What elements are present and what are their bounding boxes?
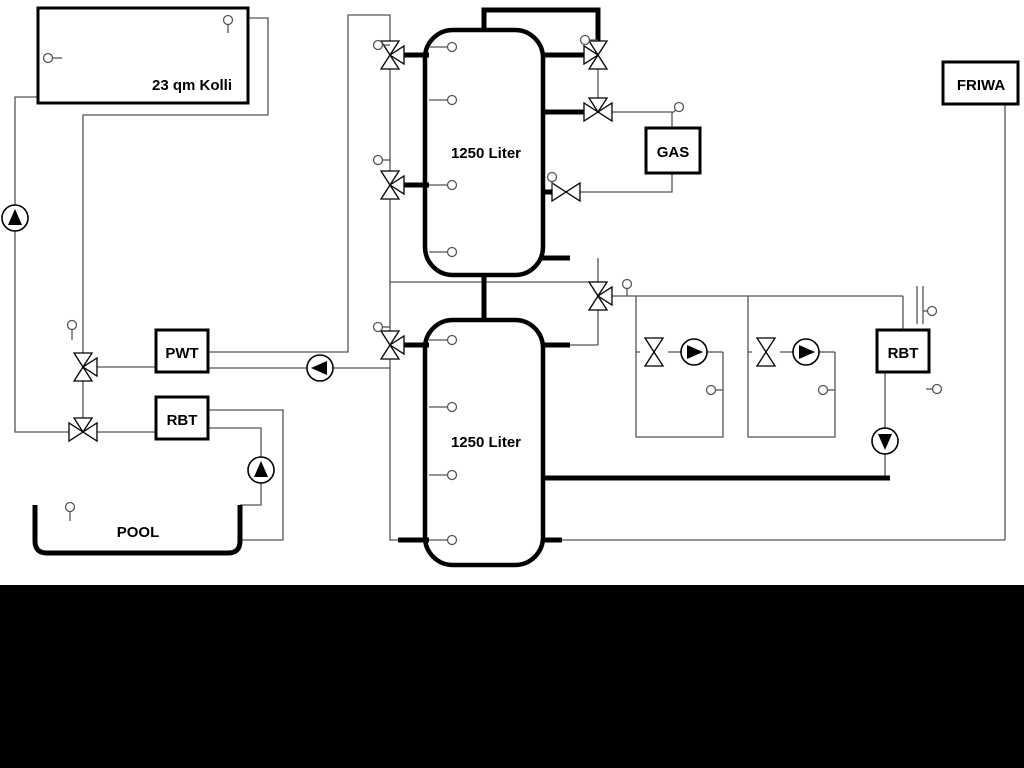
gas-boiler-box (644, 126, 702, 175)
temperature-sensor (546, 171, 558, 189)
temperature-sensor (429, 534, 458, 546)
temperature-sensor (705, 384, 723, 396)
pool-shape (32, 505, 243, 556)
pwt-box (154, 328, 210, 374)
temperature-sensor (372, 154, 390, 166)
three-way-valve-tank1-top-right (583, 40, 609, 70)
collector-label: 23 qm Kolli (152, 77, 232, 94)
temperature-sensor (671, 101, 685, 114)
valve-heating-circuit-2 (755, 337, 777, 367)
temperature-sensor (429, 401, 458, 413)
buffer-tank-top-label: 1250 Liter (451, 145, 521, 162)
temperature-sensor (429, 94, 458, 106)
three-way-valve-pwt (72, 352, 98, 382)
heat-exchanger-pump-symbol (306, 354, 334, 382)
temperature-sensor (429, 41, 458, 53)
temperature-sensor (429, 246, 458, 258)
rbt-right-pump-symbol (871, 427, 899, 455)
collector-box (36, 6, 250, 105)
letterbox-bottom (0, 585, 1024, 768)
three-way-valve-tank1-top-left (379, 40, 405, 70)
temperature-sensor (429, 469, 458, 481)
rbt-right-label: RBT (888, 345, 919, 362)
temperature-sensor (372, 39, 390, 51)
heating-circuit-1-pump-symbol (680, 338, 708, 366)
rbt-left-label: RBT (167, 412, 198, 429)
rbt-left-box (154, 395, 210, 441)
temperature-sensors (42, 14, 943, 546)
temperature-sensor (64, 501, 76, 521)
temperature-sensor (66, 319, 78, 340)
gas-boiler-label: GAS (657, 144, 690, 161)
temperature-sensor (817, 384, 835, 396)
friwa-label: FRIWA (957, 77, 1005, 94)
temperature-sensor (42, 52, 62, 64)
three-way-valve-gas-supply (583, 97, 613, 123)
main-pipes (398, 7, 890, 543)
temperature-sensor (372, 321, 390, 333)
three-way-valve-tank1-mid-left (379, 170, 405, 200)
temperature-sensor (222, 14, 234, 33)
rbt-right-box (875, 328, 931, 374)
three-way-valve-heating-header (587, 281, 613, 311)
temperature-sensor (579, 34, 598, 46)
friwa-box (941, 60, 1020, 106)
temperature-sensor (429, 334, 458, 346)
temperature-sensor (429, 179, 458, 191)
temperature-sensor (923, 305, 938, 317)
schematic-canvas: 23 qm Kolli 1250 Liter 1250 Liter GAS FR… (1, 6, 1020, 568)
temperature-sensor (621, 278, 633, 296)
valve-heating-circuit-1 (643, 337, 665, 367)
buffer-tank-bottom-label: 1250 Liter (451, 434, 521, 451)
heating-circuit-2-pump-symbol (792, 338, 820, 366)
pwt-label: PWT (165, 345, 198, 362)
valve-gas-return (551, 181, 581, 203)
pool-label: POOL (117, 524, 160, 541)
solar-pump-symbol (1, 204, 29, 232)
three-way-valve-rbt-left (68, 417, 98, 443)
pool-pump-symbol (247, 456, 275, 484)
circuit-wires (14, 14, 1006, 541)
three-way-valve-tank2-left (379, 330, 405, 360)
temperature-sensor (926, 383, 943, 395)
hydraulic-schematic: 23 qm Kolli 1250 Liter 1250 Liter GAS FR… (0, 0, 1024, 585)
